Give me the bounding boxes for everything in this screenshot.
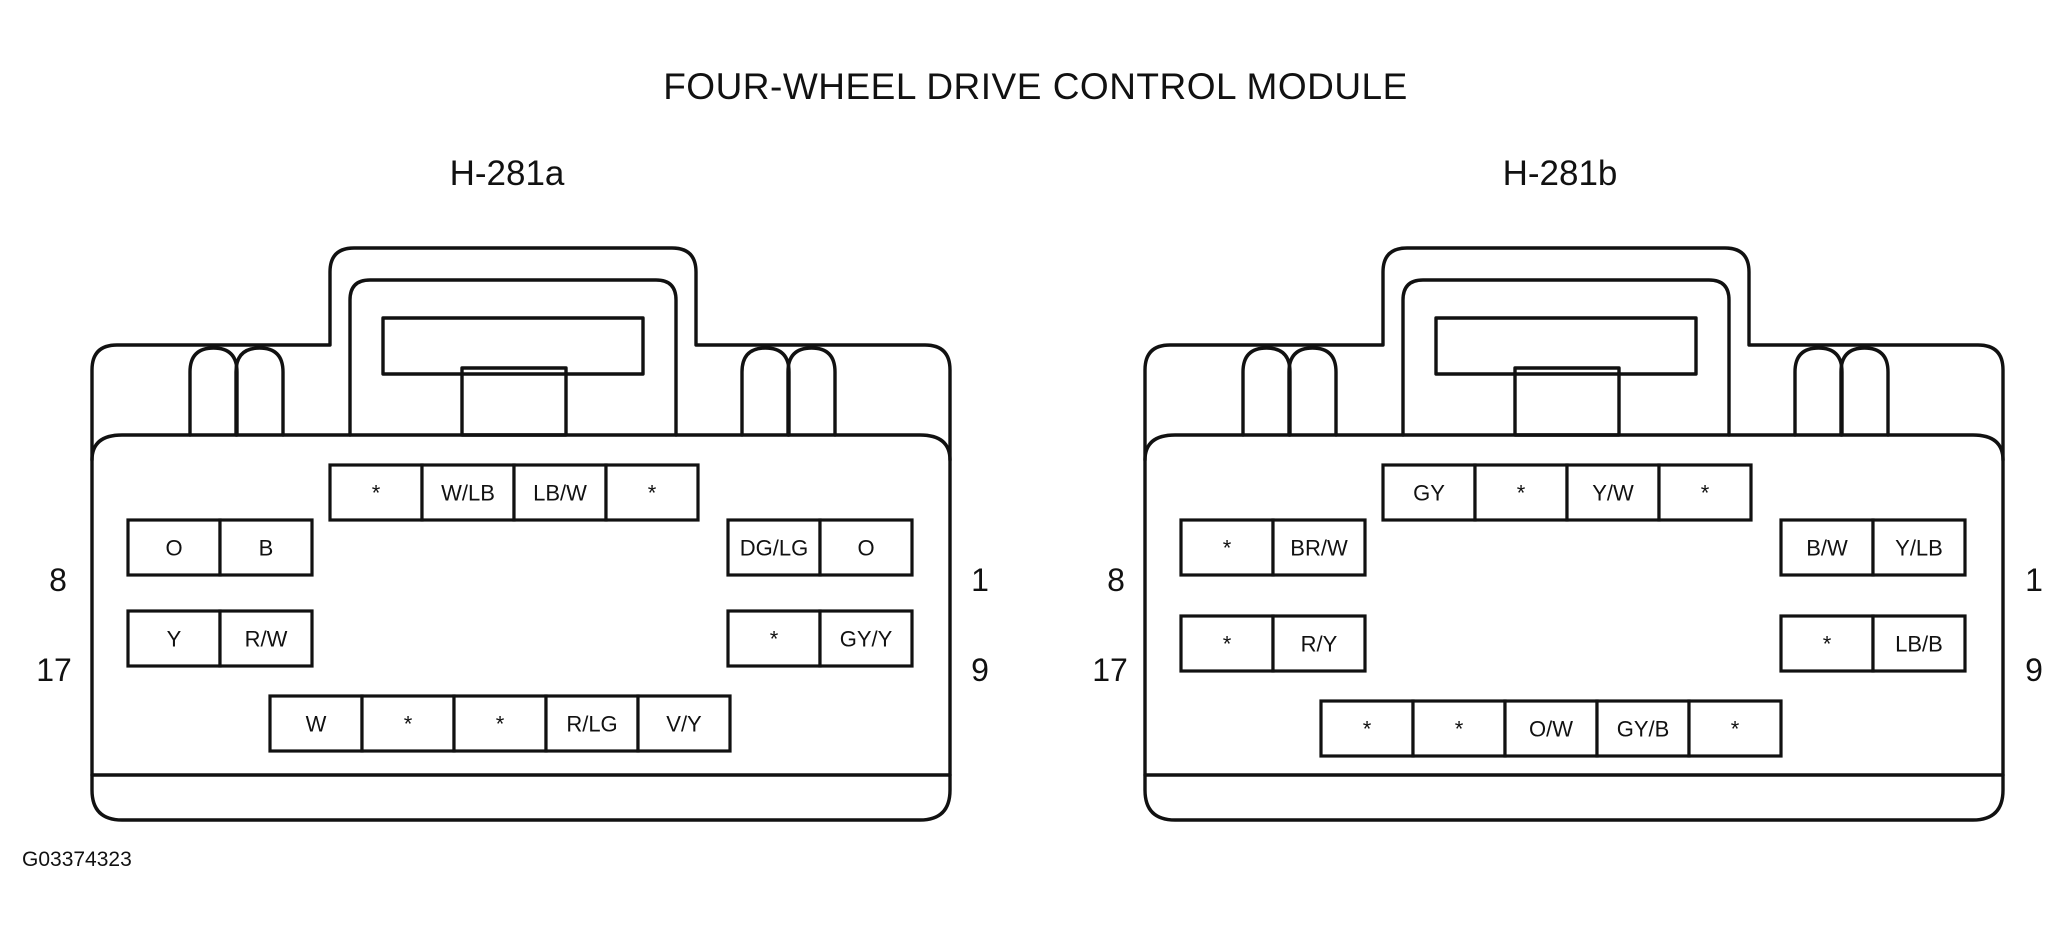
latch-window [381, 316, 645, 376]
diagram-title: FOUR-WHEEL DRIVE CONTROL MODULE [663, 66, 1408, 107]
latch-window [1434, 316, 1698, 376]
pin-bottom-label: * [1455, 717, 1464, 742]
pin-number-a-17: 17 [36, 652, 72, 688]
pin-top-cell [1657, 463, 1753, 522]
pin-lower-right-label: * [1823, 632, 1832, 657]
pin-top-cell [1565, 463, 1661, 522]
locking-rib [234, 346, 285, 437]
pin-bottom-label: V/Y [666, 712, 702, 737]
pin-lower-right-cell [726, 609, 822, 668]
locking-rib [1241, 346, 1292, 437]
housing-outline [1143, 246, 2005, 822]
pin-bottom-cell [1411, 699, 1507, 758]
pin-lower-left-label: Y [167, 627, 182, 652]
pin-top-cell [1381, 463, 1477, 522]
pin-top-label: * [648, 481, 657, 506]
latch-outer [348, 278, 678, 437]
pin-bottom-label: GY/B [1617, 717, 1670, 742]
pin-top-label: W/LB [441, 481, 495, 506]
pin-lower-left-cell [218, 609, 314, 668]
pin-lower-left-label: R/W [245, 627, 288, 652]
pin-lower-right-cell [1871, 614, 1967, 673]
pin-number-b-1: 1 [2025, 562, 2043, 598]
pin-top-label: * [1517, 481, 1526, 506]
latch-tab [1513, 366, 1621, 437]
pin-bottom-cell [360, 694, 456, 753]
pin-upper-right-label: DG/LG [740, 536, 808, 561]
pin-upper-left-label: O [165, 536, 182, 561]
locking-rib [786, 346, 837, 437]
figure-id: G03374323 [22, 848, 132, 871]
pin-upper-left-label: BR/W [1290, 536, 1348, 561]
connector-h281a: * W/LB LB/W * O B DG/LG O Y R/W * GY/Y W * * R/LG V/Y [90, 246, 952, 822]
pin-top-label: GY [1413, 481, 1445, 506]
pin-top-label: Y/W [1592, 481, 1634, 506]
pin-lower-left-label: R/Y [1301, 632, 1338, 657]
housing-face [90, 433, 952, 462]
pin-lower-left-cell [1271, 614, 1367, 673]
pin-top-label: * [1701, 481, 1710, 506]
connector-label-a: H-281a [449, 154, 565, 193]
pin-lower-left-cell [126, 609, 222, 668]
pin-upper-right-cell [1871, 518, 1967, 577]
pin-top-label: * [372, 481, 381, 506]
locking-rib [1793, 346, 1844, 437]
pin-number-b-9: 9 [2025, 652, 2043, 688]
pin-top-cell [604, 463, 700, 522]
pin-bottom-cell [544, 694, 640, 753]
pin-lower-right-label: GY/Y [840, 627, 893, 652]
pin-bottom-label: O/W [1529, 717, 1573, 742]
pin-upper-right-label: O [857, 536, 874, 561]
pin-lower-left-label: * [1223, 632, 1232, 657]
pin-lower-right-label: LB/B [1895, 632, 1943, 657]
pin-upper-right-cell [818, 518, 914, 577]
pin-lower-right-label: * [770, 627, 779, 652]
pin-number-a-1: 1 [971, 562, 989, 598]
locking-rib [1287, 346, 1338, 437]
pin-top-label: LB/W [533, 481, 587, 506]
pin-top-cell [328, 463, 424, 522]
pin-bottom-label: W [306, 712, 327, 737]
pin-upper-left-label: B [259, 536, 274, 561]
connector-h281b: GY * Y/W * * BR/W B/W Y/LB * R/Y * LB/B * * O/W GY/B * [1143, 246, 2005, 822]
connector-label-b: H-281b [1502, 154, 1618, 193]
pin-number-b-17: 17 [1092, 652, 1128, 688]
pin-bottom-label: R/LG [566, 712, 617, 737]
locking-rib [1839, 346, 1890, 437]
pin-lower-right-cell [818, 609, 914, 668]
pin-bottom-cell [636, 694, 732, 753]
housing-outline [90, 246, 952, 822]
pin-number-b-8: 8 [1107, 562, 1125, 598]
pin-bottom-cell [1687, 699, 1783, 758]
pin-number-a-9: 9 [971, 652, 989, 688]
locking-rib [740, 346, 791, 437]
latch-tab [460, 366, 568, 437]
housing-face [1143, 433, 2005, 462]
locking-rib [188, 346, 239, 437]
pin-bottom-cell [452, 694, 548, 753]
pin-bottom-label: * [1363, 717, 1372, 742]
pin-upper-left-label: * [1223, 536, 1232, 561]
latch-outer [1401, 278, 1731, 437]
pin-upper-left-cell [1271, 518, 1367, 577]
pin-bottom-label: * [1731, 717, 1740, 742]
pin-bottom-label: * [496, 712, 505, 737]
pin-bottom-label: * [404, 712, 413, 737]
pin-number-a-8: 8 [49, 562, 67, 598]
pin-upper-right-label: Y/LB [1895, 536, 1943, 561]
pin-lower-right-cell [1779, 614, 1875, 673]
pin-upper-left-cell [218, 518, 314, 577]
pin-upper-right-label: B/W [1806, 536, 1848, 561]
pin-upper-left-cell [1179, 518, 1275, 577]
